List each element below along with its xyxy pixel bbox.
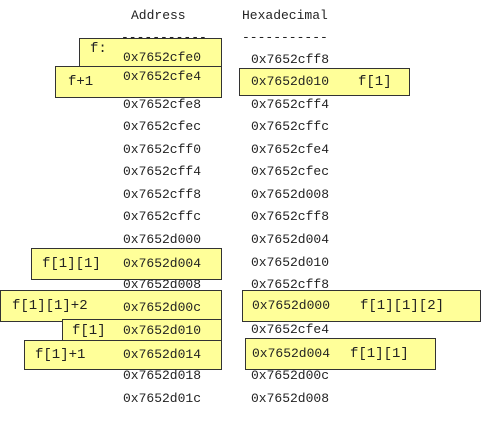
hex-cell: 0x7652d008 [251, 187, 330, 202]
callout-label: f[1] [358, 74, 392, 90]
address-cell: 0x7652cfe4 [123, 69, 202, 84]
address-cell: 0x7652d018 [123, 368, 202, 383]
callout-label: f[1][1] [42, 256, 101, 272]
hex-cell: 0x7652d00c [251, 368, 330, 383]
hex-cell: 0x7652d004 [251, 232, 330, 247]
hex-header: Hexadecimal [242, 8, 328, 23]
address-cell: 0x7652d00c [123, 300, 202, 315]
address-cell: 0x7652d000 [123, 232, 202, 247]
callout-label: f[1][1]+2 [12, 298, 88, 314]
hex-cell: 0x7652cff4 [251, 97, 330, 112]
callout-f1: f[1] 0x7652d010 [62, 319, 222, 343]
hex-divider: ----------- [242, 30, 328, 45]
address-cell: 0x7652cff4 [123, 164, 202, 179]
callout-label: f[1][1] [350, 346, 409, 362]
address-cell: 0x7652cffc [123, 209, 202, 224]
hex-cell: 0x7652cfe4 [251, 142, 330, 157]
address-header: Address [131, 8, 186, 23]
address-cell: 0x7652d008 [123, 277, 202, 292]
callout-label: f[1][1][2] [360, 298, 445, 314]
address-cell: 0x7652cfe8 [123, 97, 202, 112]
hex-cell: 0x7652cfe4 [251, 322, 330, 337]
hex-cell: 0x7652cff8 [251, 209, 330, 224]
address-cell: 0x7652cff0 [123, 142, 202, 157]
callout-label: f[1]+1 [35, 347, 86, 363]
address-cell: 0x7652cfe0 [123, 50, 202, 65]
address-cell: 0x7652cfec [123, 119, 202, 134]
callout-f-plus-1: f+1 0x7652cfe4 [55, 66, 222, 98]
address-cell: 0x7652d010 [123, 323, 202, 338]
hex-cell: 0x7652cff8 [251, 277, 330, 292]
callout-f1-1: f[1][1] 0x7652d004 [31, 248, 222, 280]
hex-cell: 0x7652d000 [252, 298, 331, 313]
hex-cell: 0x7652cfec [251, 164, 330, 179]
hex-cell: 0x7652cff8 [251, 52, 330, 67]
callout-f1-1-2: 0x7652d000 f[1][1][2] [242, 290, 481, 322]
hex-cell: 0x7652d010 [251, 255, 330, 270]
address-cell: 0x7652cff8 [123, 187, 202, 202]
hex-cell: 0x7652d010 [251, 74, 330, 89]
callout-f: f: 0x7652cfe0 [79, 38, 222, 68]
address-cell: 0x7652d004 [123, 256, 202, 271]
hex-cell: 0x7652d008 [251, 391, 330, 406]
callout-f1-1-right: 0x7652d004 f[1][1] [245, 338, 436, 370]
address-cell: 0x7652d01c [123, 391, 202, 406]
callout-f1-deref: 0x7652d010 f[1] [239, 68, 410, 96]
hex-cell: 0x7652cffc [251, 119, 330, 134]
callout-f1-plus-1: f[1]+1 0x7652d014 [24, 340, 222, 370]
hex-cell: 0x7652d004 [252, 346, 331, 361]
callout-label: f: [90, 41, 107, 57]
callout-f1-1-plus-2: f[1][1]+2 0x7652d00c [0, 290, 222, 322]
callout-label: f[1] [72, 323, 106, 339]
callout-label: f+1 [68, 74, 94, 90]
address-cell: 0x7652d014 [123, 347, 202, 362]
